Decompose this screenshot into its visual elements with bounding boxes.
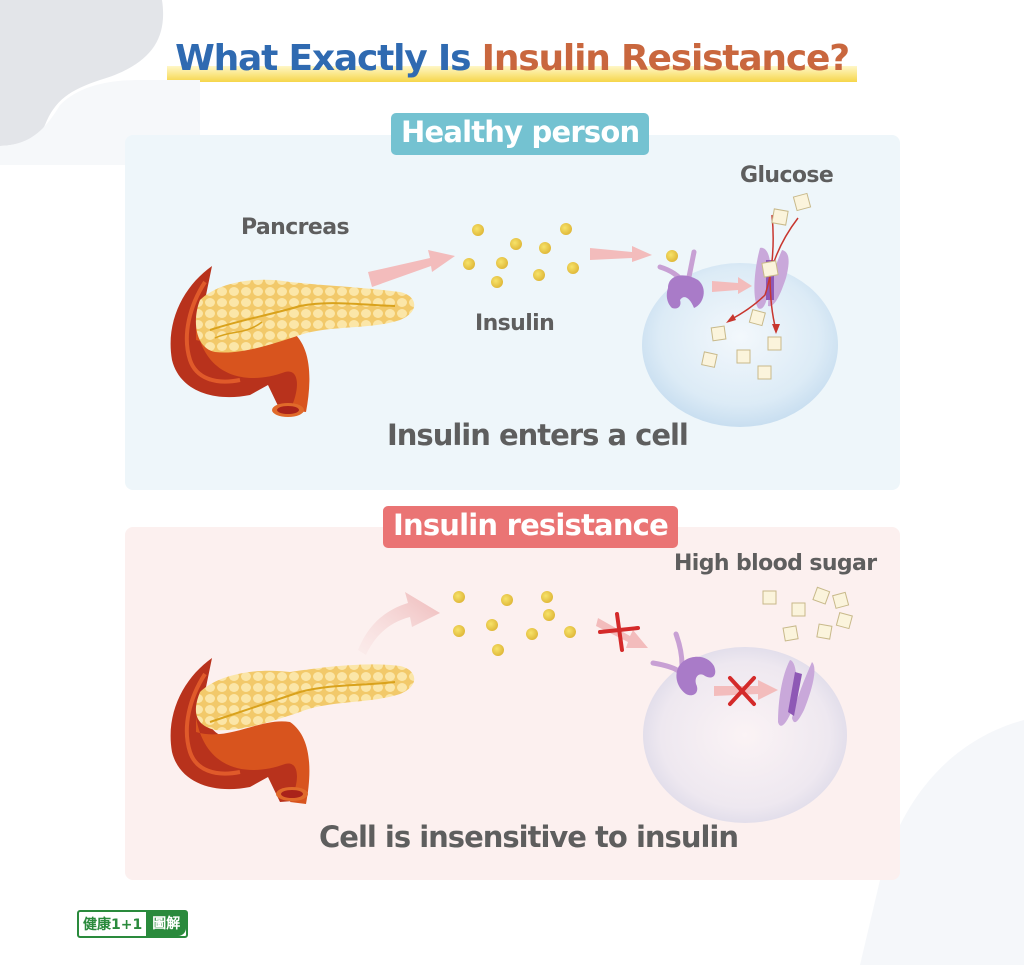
label-pancreas: Pancreas — [241, 215, 350, 240]
insulin-dot — [496, 257, 508, 269]
insulin-dot — [472, 224, 484, 236]
main-title: What Exactly Is Insulin Resistance? — [0, 38, 1024, 82]
blocked-arrow-receptor — [714, 676, 778, 706]
curved-arrow-pancreas-to-insulin — [358, 592, 440, 655]
insulin-dot — [543, 609, 555, 621]
blocked-arrow-insulin — [596, 612, 648, 652]
arrow-receptor-to-channel — [712, 277, 752, 294]
glucose-cube — [748, 309, 766, 327]
insulin-receptor-healthy — [657, 249, 704, 309]
glucose-cube — [761, 260, 779, 278]
glucose-cube — [701, 351, 718, 368]
pancreas-illustration-healthy — [170, 266, 415, 417]
title-highlight: What Exactly Is Insulin Resistance? — [167, 38, 857, 82]
insulin-molecules-resistance — [453, 591, 576, 656]
cell-resistance — [643, 647, 847, 823]
caption-resistance: Cell is insensitive to insulin — [319, 820, 741, 854]
caption-resistance-prefix: Cell is insensitive to — [319, 820, 628, 854]
healthy-person-badge: Healthy person — [391, 113, 650, 155]
insulin-dot — [567, 262, 579, 274]
glucose-cube — [757, 365, 772, 380]
glucose-cubes-outside — [762, 586, 853, 642]
glucose-flow-arrows — [726, 214, 799, 334]
glucose-cube — [736, 349, 751, 364]
arrow-insulin-to-receptor — [590, 246, 652, 262]
insulin-dot — [501, 594, 513, 606]
cell-healthy — [642, 263, 838, 427]
brand-logo: 健康1+1 圖解 — [77, 910, 189, 938]
insulin-resistance-badge: Insulin resistance — [383, 506, 678, 548]
glucose-cube — [762, 590, 777, 605]
insulin-dot — [491, 276, 503, 288]
insulin-dot — [492, 644, 504, 656]
brand-logo-left: 健康1+1 — [83, 917, 143, 933]
glucose-cube — [791, 602, 806, 617]
label-insulin: Insulin — [475, 311, 555, 336]
title-part-2: Insulin Resistance? — [481, 38, 850, 79]
glucose-cube — [771, 208, 789, 226]
pancreas-illustration-resistance — [170, 658, 415, 804]
glucose-cubes-healthy — [701, 192, 812, 380]
glucose-cube — [835, 612, 853, 630]
glucose-cube — [767, 336, 782, 351]
brand-logo-right: 圖解 — [146, 912, 187, 936]
insulin-dot — [539, 242, 551, 254]
label-glucose: Glucose — [740, 163, 834, 188]
insulin-dot — [463, 258, 475, 270]
title-part-1: What Exactly Is — [175, 38, 471, 79]
glucose-cube — [812, 586, 831, 605]
insulin-dot — [453, 591, 465, 603]
insulin-dot — [453, 625, 465, 637]
insulin-dot — [533, 269, 545, 281]
insulin-receptor-resistance — [650, 631, 716, 696]
insulin-dot — [564, 626, 576, 638]
insulin-dot — [560, 223, 572, 235]
caption-resistance-highlight: insulin — [633, 820, 741, 854]
glucose-cube — [816, 623, 833, 640]
label-high-blood-sugar: High blood sugar — [674, 551, 877, 576]
insulin-dot — [541, 591, 553, 603]
glucose-cube — [782, 625, 799, 642]
glucose-transporter-closed — [778, 660, 815, 726]
arrow-pancreas-to-insulin — [368, 250, 455, 287]
glucose-cube — [710, 325, 727, 342]
glucose-cube — [832, 591, 850, 609]
insulin-molecules-healthy — [463, 223, 579, 288]
glucose-cube — [792, 192, 812, 212]
caption-healthy: Insulin enters a cell — [387, 418, 689, 452]
insulin-dot — [526, 628, 538, 640]
bottom-right-blob — [860, 720, 1024, 965]
top-left-blob — [0, 0, 164, 146]
insulin-dot — [510, 238, 522, 250]
insulin-dot — [486, 619, 498, 631]
